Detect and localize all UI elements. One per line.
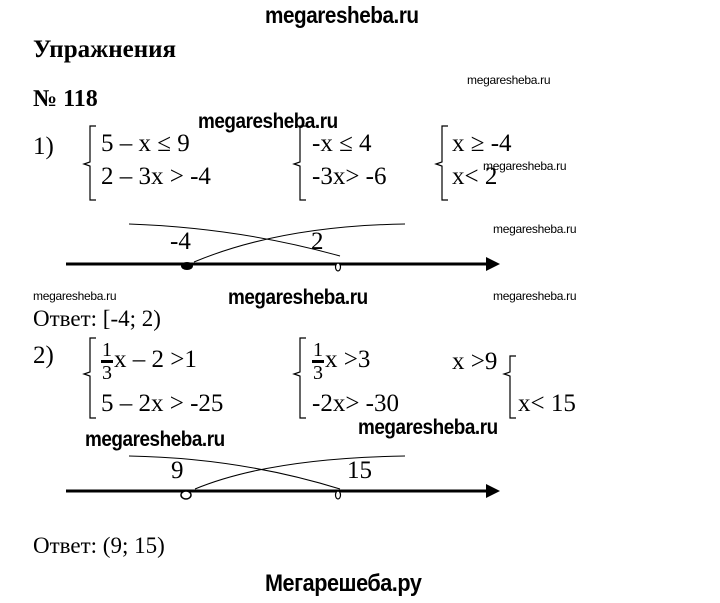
part1-sys2-line1: -x ≤ 4 [312, 130, 372, 157]
arrow-icon [486, 257, 500, 271]
number-line-1 [66, 223, 500, 272]
part2-sys3-line2: x< 15 [518, 390, 576, 417]
watermark: megaresheba.ru [33, 289, 117, 303]
part1-sys1-line2: 2 – 3x > -4 [101, 163, 211, 190]
part1-sys2-line2: -3x> -6 [312, 163, 387, 190]
number-line-2 [66, 455, 500, 500]
part2-left-label: 9 [171, 457, 184, 484]
part1-answer: Ответ: [-4; 2) [33, 306, 161, 331]
brace [502, 355, 516, 419]
part2-sys2-line2: -2x> -30 [312, 390, 399, 417]
brace [434, 125, 448, 201]
part2-sys1-line2: 5 – 2x > -25 [101, 390, 224, 417]
part1-label: 1) [33, 133, 54, 160]
brace [82, 125, 96, 201]
part1-sys1-line1: 5 – x ≤ 9 [101, 130, 190, 157]
part1-sys3-line1: x ≥ -4 [452, 130, 512, 157]
open-point [180, 490, 192, 500]
header-watermark: megaresheba.ru [265, 2, 419, 28]
brace [292, 337, 306, 419]
brace [82, 337, 96, 419]
arrow-icon [486, 484, 500, 498]
watermark: megaresheba.ru [228, 286, 368, 309]
section-title: Упражнения [33, 36, 177, 63]
part2-label: 2) [33, 342, 54, 369]
watermark: megaresheba.ru [483, 159, 567, 173]
filled-point [181, 262, 193, 270]
footer-watermark: Мегарешеба.ру [265, 570, 422, 597]
part1-left-label: -4 [170, 228, 191, 255]
exercise-number: № 118 [33, 86, 98, 112]
watermark: megaresheba.ru [85, 428, 225, 451]
brace [292, 125, 306, 201]
part1-sys3-line2: x< 2 [452, 163, 498, 190]
watermark: megaresheba.ru [493, 289, 577, 303]
part1-right-label: 2 [311, 228, 324, 255]
watermark: megaresheba.ru [493, 222, 577, 236]
watermark: megaresheba.ru [467, 73, 551, 87]
part2-sys3-line1: x >9 [452, 348, 498, 375]
open-point [334, 490, 342, 500]
part2-answer: Ответ: (9; 15) [33, 533, 165, 558]
watermark: megaresheba.ru [358, 416, 498, 439]
watermark: megaresheba.ru [198, 110, 338, 133]
part2-right-label: 15 [347, 457, 372, 484]
open-point [334, 262, 342, 272]
